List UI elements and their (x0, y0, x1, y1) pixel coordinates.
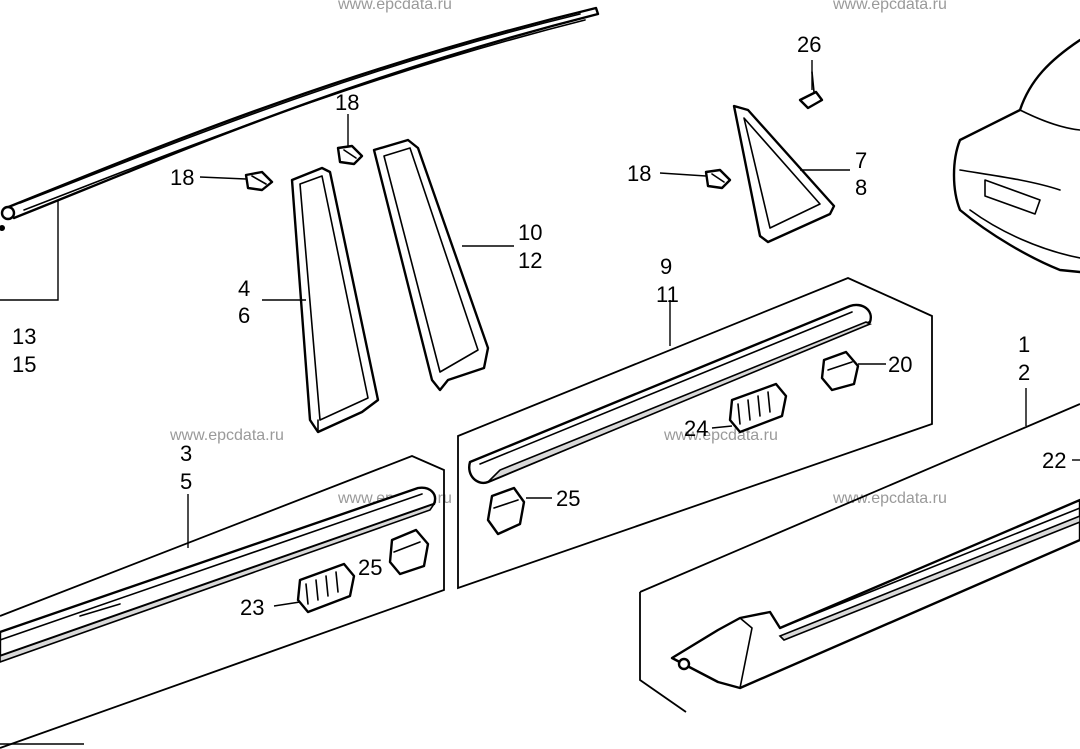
callout-23: 23 (240, 595, 264, 620)
callout-7: 7 (855, 148, 867, 173)
callout-15: 15 (12, 352, 36, 377)
callout-12: 12 (518, 248, 542, 273)
side-sill-garnish-1-2 (670, 498, 1080, 690)
pillar-garnish-10-12 (372, 138, 490, 392)
callout-1: 1 (1018, 332, 1030, 357)
box-door-molding-front (0, 455, 445, 749)
callout-18-middle: 18 (335, 90, 359, 115)
clip-23 (296, 562, 356, 614)
callout-20: 20 (888, 352, 912, 377)
watermark-mid-left: www.epcdata.ru (169, 427, 284, 444)
callout-11: 11 (656, 282, 679, 307)
callout-26: 26 (797, 32, 821, 57)
watermark-top-left: www.epcdata.ru (337, 0, 452, 13)
leader-23 (273, 601, 301, 607)
callout-2: 2 (1018, 360, 1030, 385)
callout-22: 22 (1042, 448, 1066, 473)
watermarks: www.epcdata.ru www.epcdata.ru www.epcdat… (169, 0, 947, 507)
callout-13: 13 (12, 324, 36, 349)
callout-3: 3 (180, 441, 192, 466)
pillar-garnish-4-6 (290, 166, 380, 434)
roof-molding-part (0, 6, 600, 231)
clip-24 (728, 382, 788, 434)
leader-18-right (659, 172, 707, 177)
clip-25-lower (388, 528, 430, 576)
door-molding-3-5 (0, 486, 437, 663)
leader-13-15 (0, 200, 59, 301)
watermark-top-right: www.epcdata.ru (832, 0, 947, 13)
watermark-lower-right: www.epcdata.ru (832, 490, 947, 507)
callout-25-lower: 25 (358, 555, 382, 580)
corner-garnish-7-8 (732, 104, 836, 244)
leader-18-left (199, 176, 247, 180)
door-molding-9-11 (468, 303, 872, 485)
callout-8: 8 (855, 175, 867, 200)
callout-24: 24 (684, 416, 708, 441)
callout-5: 5 (180, 469, 192, 494)
callout-18-left: 18 (170, 165, 194, 190)
callout-10: 10 (518, 220, 542, 245)
callout-6: 6 (238, 303, 250, 328)
bolt-26 (798, 71, 824, 110)
clip-20 (820, 350, 860, 392)
clip-18-right (704, 168, 732, 190)
vehicle-front-outline (952, 38, 1080, 274)
clip-18-middle (336, 144, 364, 166)
callout-4: 4 (238, 276, 250, 301)
callout-25-upper: 25 (556, 486, 580, 511)
watermark-mid-right: www.epcdata.ru (663, 427, 778, 444)
box-door-molding-rear (457, 277, 933, 590)
callout-9: 9 (660, 254, 672, 279)
clip-25-upper (486, 486, 526, 536)
clip-18-left (244, 170, 274, 192)
box-side-sill (639, 403, 1080, 713)
leader-24 (711, 425, 733, 429)
callout-18-right: 18 (627, 161, 651, 186)
